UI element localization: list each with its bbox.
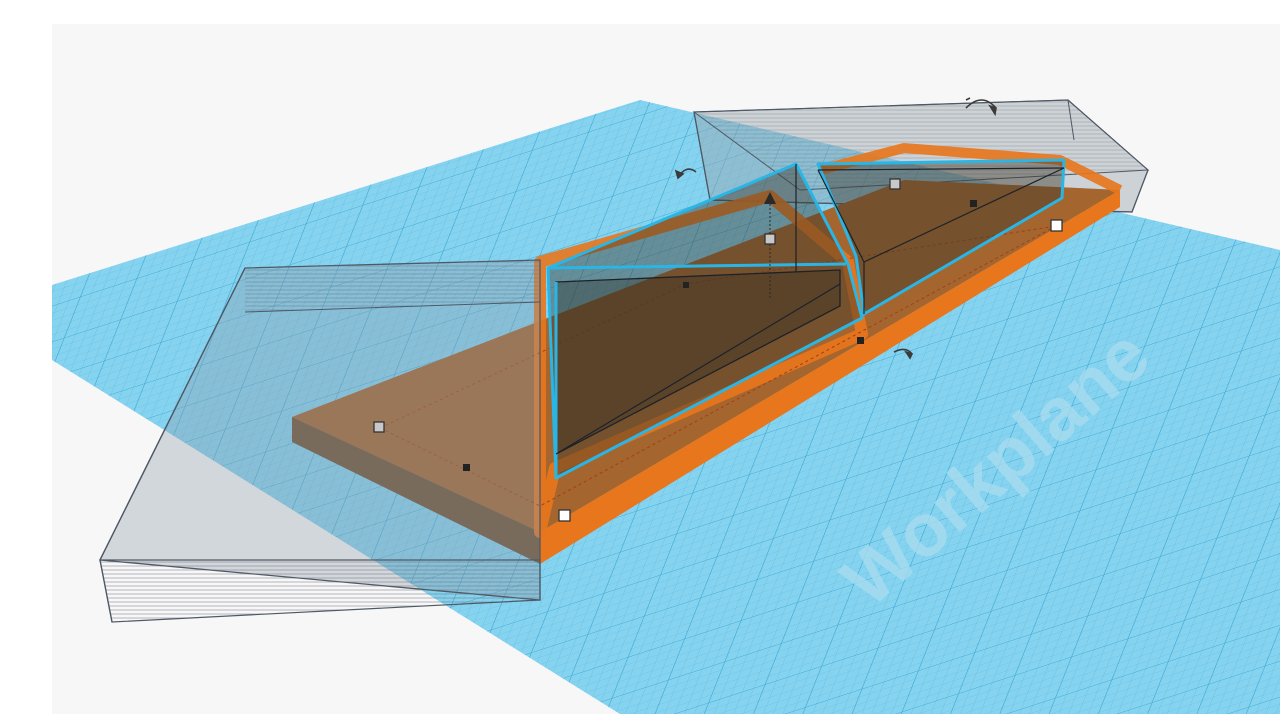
resize-handle-edge[interactable] — [683, 282, 689, 288]
resize-handle-edge[interactable] — [857, 337, 864, 344]
resize-handle-corner[interactable] — [764, 233, 776, 245]
resize-handle-edge[interactable] — [970, 200, 977, 207]
orange-base-plate[interactable] — [292, 142, 1123, 564]
rotate-arrow-icon[interactable] — [674, 168, 697, 180]
resize-handle-corner[interactable] — [558, 509, 571, 522]
hole-box-left-triangle[interactable] — [98, 259, 541, 623]
lift-cone-icon[interactable] — [764, 192, 776, 300]
resize-handle-corner[interactable] — [1050, 219, 1063, 232]
selected-triangle-right[interactable] — [816, 158, 1066, 316]
resize-handle-corner[interactable] — [373, 421, 385, 433]
rotate-arrow-icon[interactable] — [893, 348, 914, 360]
resize-handle-corner[interactable] — [889, 178, 901, 190]
selected-triangle-left[interactable] — [546, 162, 864, 480]
resize-handle-edge[interactable] — [463, 464, 470, 471]
rotate-arrow-icon[interactable] — [965, 97, 997, 117]
resize-handles[interactable] — [373, 178, 1063, 522]
